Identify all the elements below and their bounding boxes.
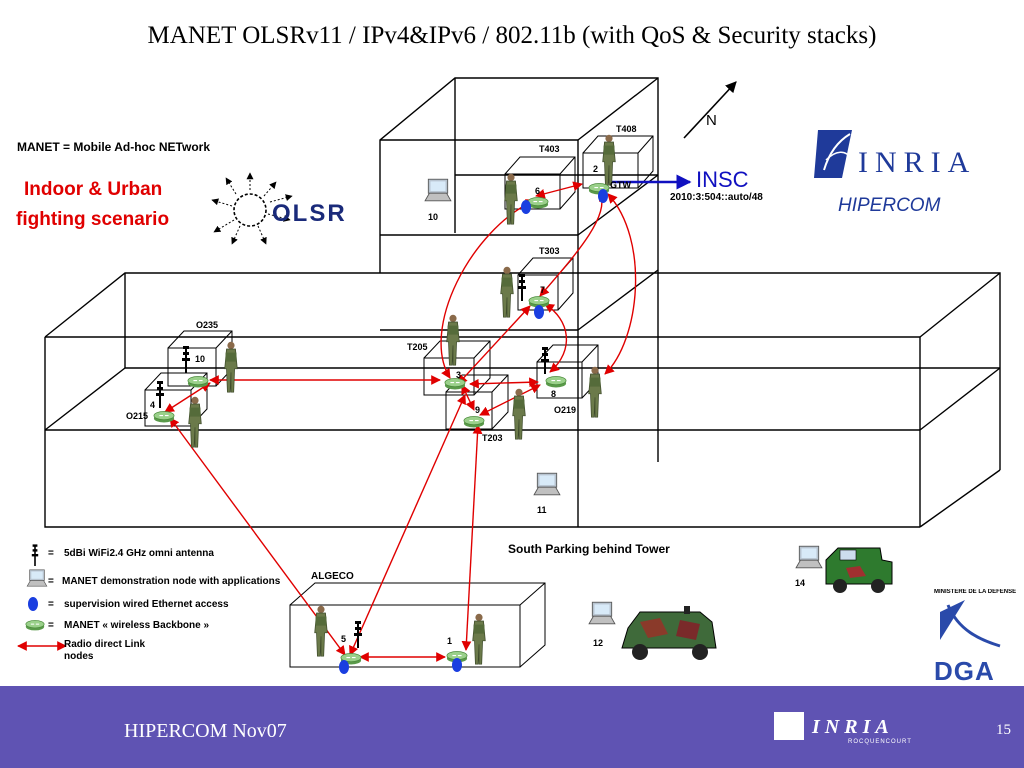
room-t403: T403	[539, 144, 560, 154]
legend-antenna: 5dBi WiFi2.4 GHz omni antenna	[64, 548, 214, 559]
room-t203: T203	[482, 433, 503, 443]
legend-radio-arrow	[17, 641, 67, 651]
supervision-points	[28, 189, 608, 674]
footer-bar	[0, 686, 1024, 768]
node-3: 3	[456, 370, 462, 380]
room-t303: T303	[539, 246, 560, 256]
node-14: 14	[795, 578, 806, 588]
node-11: 11	[537, 505, 547, 515]
legend-demo-node: MANET demonstration node with applicatio…	[62, 576, 281, 587]
node-10: 10	[195, 354, 206, 364]
footer-text: HIPERCOM Nov07	[124, 720, 287, 742]
north-arrow	[683, 81, 737, 139]
node-10-laptop: 10	[428, 212, 439, 222]
legend-supervision-eq: =	[48, 599, 54, 610]
radio-links	[164, 181, 637, 662]
armored-vehicle-icon	[621, 606, 717, 660]
node-12: 12	[593, 638, 604, 648]
slide-title: MANET OLSRv11 / IPv4&IPv6 / 802.11b (wit…	[147, 22, 877, 49]
node-2: 2	[593, 164, 599, 174]
parking-label: South Parking behind Tower	[508, 542, 670, 556]
algeco-label: ALGECO	[311, 571, 354, 582]
jeep-icon	[825, 547, 893, 593]
footer-inria-sub: ROCQUENCOURT	[848, 739, 912, 745]
ministry-text: MINISTÈRE DE LA DÉFENSE	[934, 589, 1017, 595]
scenario-line-1: Indoor & Urban	[24, 179, 163, 200]
legend-backbone-eq: =	[48, 620, 54, 631]
room-t408: T408	[616, 124, 637, 134]
footer-inria-emblem	[774, 712, 804, 740]
node-4: 4	[150, 400, 156, 410]
north-label: N	[706, 112, 717, 129]
node-5: 5	[341, 634, 347, 644]
inria-logo	[814, 130, 852, 178]
room-o219: O219	[554, 405, 577, 415]
olsr-logo-text: OLSR	[272, 200, 347, 227]
dga-logo	[940, 600, 1001, 648]
inria-logo-text: INRIA	[858, 146, 977, 179]
node-9: 9	[475, 405, 481, 415]
room-boxes	[144, 135, 654, 668]
legend-demo-eq: =	[48, 576, 54, 587]
node-8: 8	[551, 389, 557, 399]
legend-antenna-eq: =	[48, 548, 54, 559]
room-o215: O215	[126, 411, 149, 421]
node-7: 7	[540, 285, 546, 295]
dga-logo-text: DGA	[934, 656, 995, 686]
olsr-logo	[211, 172, 293, 245]
scenario-line-2: fighting scenario	[16, 209, 170, 230]
legend-backbone: MANET « wireless Backbone »	[64, 620, 210, 631]
room-o235: O235	[196, 320, 219, 330]
insc-label: INSC	[696, 167, 749, 192]
legend-supervision: supervision wired Ethernet access	[64, 599, 229, 610]
ipv6-prefix: 2010:3:504::auto/48	[670, 192, 763, 203]
gateway-label: GTW	[610, 180, 631, 190]
manet-definition: MANET = Mobile Ad-hoc NETwork	[17, 140, 211, 154]
legend-radio-link: Radio direct Link	[64, 639, 146, 650]
room-t205: T205	[407, 342, 428, 352]
legend-radio-nodes: nodes	[64, 651, 94, 662]
footer-inria-text: INRIA	[812, 716, 894, 738]
hipercom-label: HIPERCOM	[838, 195, 941, 216]
node-6: 6	[535, 186, 541, 196]
node-1: 1	[447, 636, 453, 646]
page-number: 15	[996, 722, 1011, 738]
